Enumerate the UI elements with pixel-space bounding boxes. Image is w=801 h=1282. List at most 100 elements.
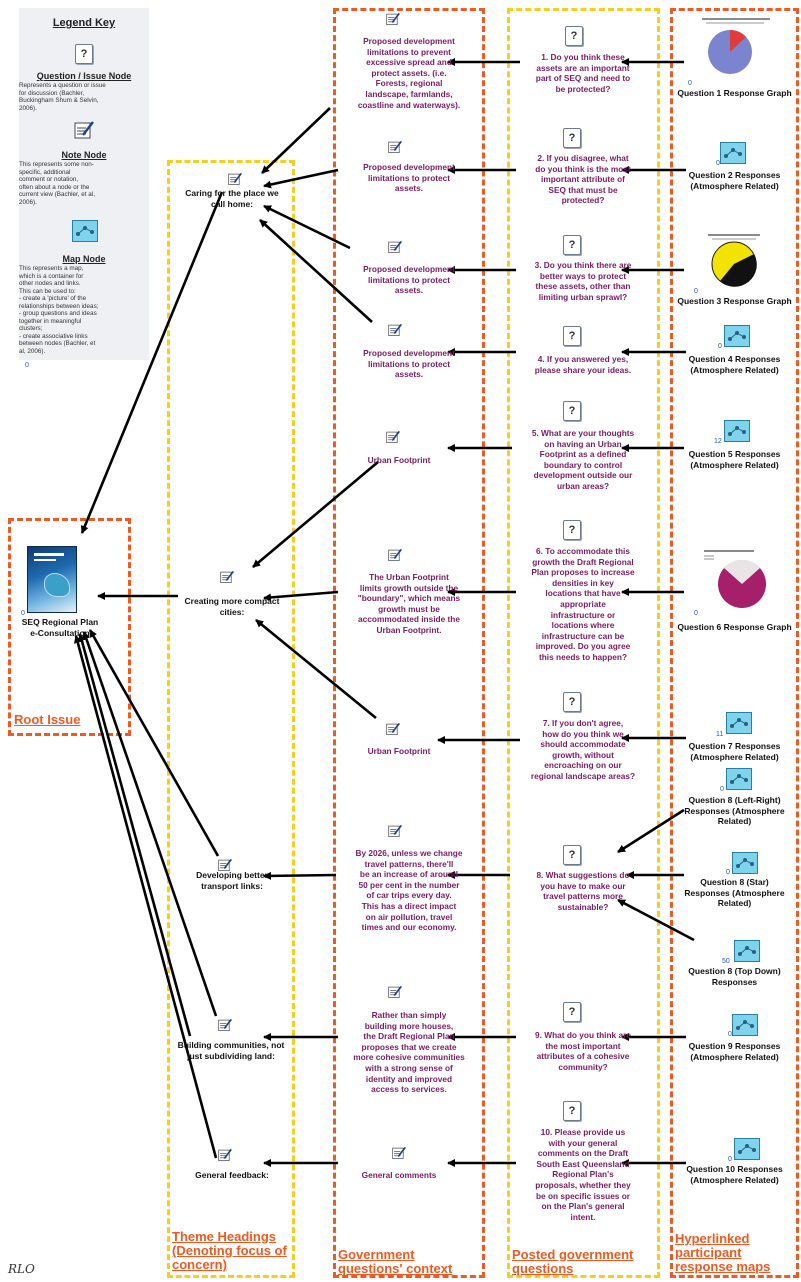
note-icon [388,240,402,253]
map-icon[interactable] [720,142,746,164]
root-node-title[interactable]: SEQ Regional Plan e-Consultation [21,617,99,638]
count: 50 [722,958,730,965]
pie-chart-icon [708,234,760,287]
question-icon: ? [563,128,581,148]
questions-column-box [507,8,660,1278]
question-icon: ? [563,520,581,540]
response-q1-label[interactable]: Question 1 Response Graph [677,88,792,98]
map-icon[interactable] [724,325,750,347]
legend-panel: Legend Key ? Question / Issue Node Repre… [19,8,149,360]
map-icon[interactable] [726,768,752,790]
question-node-icon: ? [75,44,93,64]
theme-column-box [167,160,295,1278]
context-column-box [333,8,485,1278]
response-q4-label[interactable]: Question 4 Responses(Atmosphere Related) [688,354,781,375]
response-q8-left-right-label[interactable]: Question 8 (Left-Right)Responses (Atmosp… [684,795,785,826]
count: 0 [716,160,720,167]
note-icon [218,1018,232,1031]
note-icon [388,824,402,837]
note-icon [388,548,402,561]
map-icon[interactable] [732,1014,758,1036]
question-icon: ? [563,326,581,346]
signature: RLO [8,1262,35,1276]
question-6-response-graph-thumbnail[interactable] [700,548,774,612]
context-node-5[interactable]: Urban Footprint [367,455,431,465]
question-icon: ? [563,845,581,865]
context-node-7[interactable]: Urban Footprint [367,746,431,756]
map-icon[interactable] [726,712,752,734]
response-q6-label[interactable]: Question 6 Response Graph [677,622,792,632]
note-icon [388,140,402,153]
responses-column-box [670,8,799,1278]
legend-note-desc: This represents some non- specific, addi… [19,161,95,206]
response-q7-label[interactable]: Question 7 Responses(Atmosphere Related) [688,741,781,762]
count: 0 [720,786,724,793]
response-q5-label[interactable]: Question 5 Responses(Atmosphere Related) [688,449,781,470]
response-q3-label[interactable]: Question 3 Response Graph [677,296,792,306]
map-node-icon [72,220,98,242]
response-q8-top-down-label[interactable]: Question 8 (Top Down)Responses [688,966,781,987]
theme-general-feedback[interactable]: General feedback: [195,1170,269,1180]
question-icon: ? [563,1101,581,1121]
context-node-10[interactable]: General comments [361,1170,437,1180]
root-issue-label: Root Issue [14,712,81,727]
legend-question-title: Question / Issue Node [36,71,132,81]
note-icon [218,1148,232,1161]
count: 0 [694,288,698,295]
question-node-4[interactable]: 4. If you answered yes,please share your… [534,354,632,375]
note-icon [218,858,232,871]
question-icon: ? [563,692,581,712]
question-icon: ? [563,235,581,255]
root-map-thumbnail[interactable] [27,546,77,613]
question-icon: ? [563,401,581,421]
question-3-response-graph-thumbnail[interactable] [706,232,768,292]
question-node-7[interactable]: 7. If you don't agree,how do you think w… [530,718,636,781]
note-icon [386,722,400,735]
count: 0 [726,869,730,876]
question-1-response-graph-thumbnail[interactable] [700,16,772,78]
map-icon[interactable] [734,940,760,962]
legend-title: Legend Key [52,17,116,29]
count: 0 [728,1156,732,1163]
map-icon[interactable] [734,1138,760,1160]
legend-question-desc: Represents a question or issue for discu… [19,82,106,112]
map-icon[interactable] [732,852,758,874]
response-q10-label[interactable]: Question 10 Responses(Atmosphere Related… [686,1164,783,1185]
map-icon[interactable] [724,420,750,442]
note-icon [386,12,400,25]
legend-note-title: Note Node [61,150,107,160]
response-q9-label[interactable]: Question 9 Responses(Atmosphere Related) [688,1041,781,1062]
note-icon [388,323,402,336]
pie-chart-icon [704,550,766,608]
count: 0 [718,343,722,350]
note-icon [388,985,402,998]
count: 0 [688,80,692,87]
note-icon [386,430,400,443]
response-q2-label[interactable]: Question 2 Responses(Atmosphere Related) [688,170,781,191]
root-count: 0 [21,610,25,617]
